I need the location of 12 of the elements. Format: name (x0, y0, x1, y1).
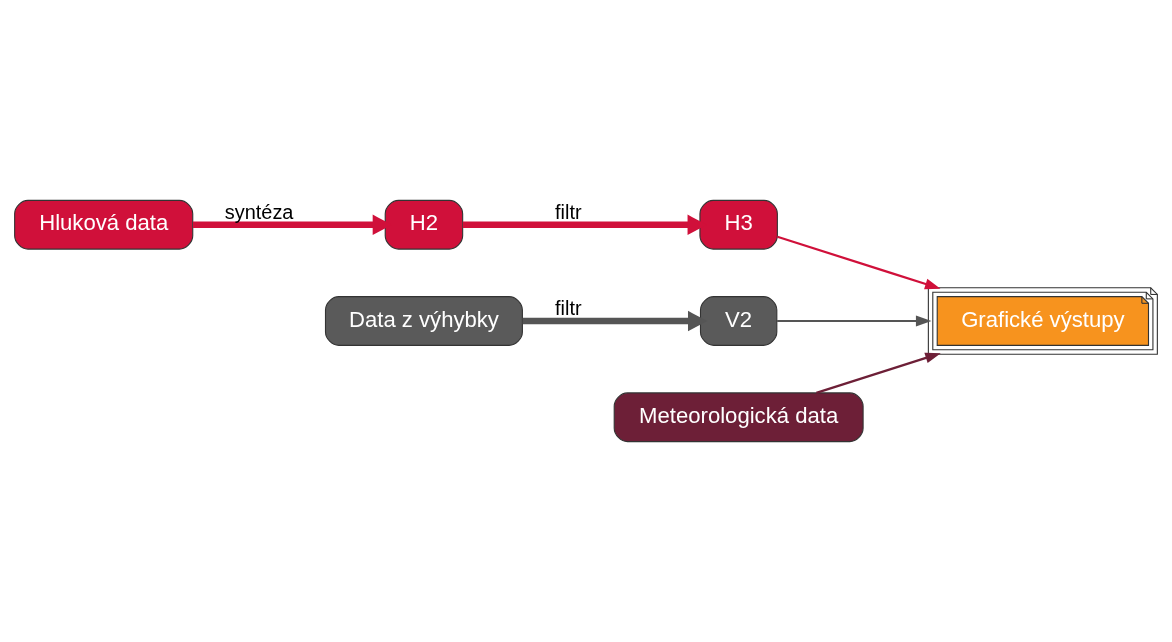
arrow (777, 235, 941, 290)
node-box: H3 (699, 199, 778, 250)
node-box: V2 (699, 296, 778, 346)
node-box: Data z výhybky (324, 296, 523, 346)
node-box: Meteorologická data (613, 392, 864, 443)
edge-label: syntéza (224, 200, 294, 223)
node-box: H2 (384, 199, 464, 250)
arrow (816, 352, 941, 394)
edge-label: filtr (555, 200, 582, 223)
edge-label: filtr (555, 296, 582, 319)
arrow (777, 315, 932, 327)
node-box: Hluková data (14, 199, 194, 250)
